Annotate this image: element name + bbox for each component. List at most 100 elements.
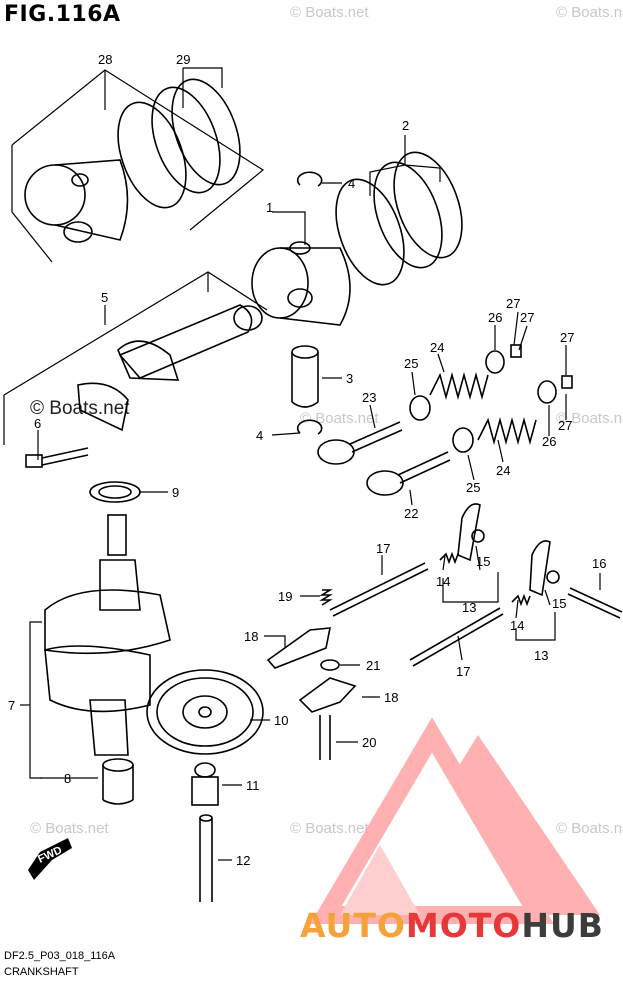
- cotter-icon: [510, 344, 522, 358]
- piston-ring-icon: [117, 78, 241, 209]
- piston-pin-icon: [291, 345, 319, 408]
- nut-icon: [546, 570, 560, 584]
- washer-icon: [320, 659, 340, 671]
- callout: 24: [496, 463, 510, 478]
- callout-numbers: 28 29 2 4 1 5 3 26 27 27 24 25 27 23 4 2…: [8, 52, 606, 868]
- bushing-icon: [102, 758, 134, 805]
- callout: 15: [476, 554, 490, 569]
- rocker-arm-icon: [529, 540, 551, 597]
- pump-drive-icon: [191, 762, 219, 806]
- bolt-icon: [25, 447, 89, 468]
- spring-icon: [511, 593, 531, 607]
- watermark: © Boats.net: [556, 4, 623, 21]
- part-drawings: [24, 78, 623, 902]
- callout: 18: [244, 629, 258, 644]
- callout: 13: [462, 600, 476, 615]
- watermark: © Boats.net: [290, 820, 369, 837]
- callout: 23: [362, 390, 376, 405]
- crankshaft-icon: [44, 514, 171, 756]
- brand-part-2: MOTO: [405, 906, 522, 945]
- callout: 16: [592, 556, 606, 571]
- pin-icon: [319, 715, 331, 760]
- callout: 28: [98, 52, 112, 67]
- nut-icon: [471, 529, 485, 543]
- callout: 6: [34, 416, 41, 431]
- brand-wordmark: AUTOMOTOHUB: [300, 906, 604, 945]
- callout: 19: [278, 589, 292, 604]
- callout: 4: [256, 428, 263, 443]
- retainer-icon: [485, 350, 505, 374]
- piston-icon: [251, 241, 351, 326]
- callout: 26: [488, 310, 502, 325]
- callout: 10: [274, 713, 288, 728]
- callout: 20: [362, 735, 376, 750]
- callout: 7: [8, 698, 15, 713]
- callout: 11: [246, 778, 260, 793]
- watermark: © Boats.net: [556, 410, 623, 427]
- callout: 2: [402, 118, 409, 133]
- watermark: © Boats.net: [30, 820, 109, 837]
- figure-title: FIG.116A: [4, 2, 121, 27]
- fwd-label: FWD: [36, 844, 64, 865]
- callout: 29: [176, 52, 190, 67]
- callout: 14: [510, 618, 524, 633]
- callout: 27: [558, 418, 572, 433]
- callout: 15: [552, 596, 566, 611]
- rocker-arm-icon: [457, 503, 481, 562]
- callout: 4: [348, 176, 355, 191]
- callout: 1: [266, 200, 273, 215]
- callout: 12: [236, 853, 250, 868]
- callout: 14: [436, 574, 450, 589]
- spring-icon: [439, 551, 459, 565]
- watermark: © Boats.net: [290, 4, 369, 21]
- valve-icon: [366, 451, 451, 496]
- callout: 25: [466, 480, 480, 495]
- fwd-arrow-icon: FWD: [28, 838, 72, 880]
- spring-icon: [319, 589, 333, 606]
- callout: 3: [346, 371, 353, 386]
- callout: 27: [506, 296, 520, 311]
- watermark: © Boats.net: [556, 820, 623, 837]
- piston-icon: [24, 159, 129, 243]
- callout: 25: [404, 356, 418, 371]
- connecting-rod-icon: [77, 304, 263, 432]
- callout: 17: [456, 664, 470, 679]
- brand-part-1: AUTO: [300, 906, 406, 945]
- spring-seat-icon: [409, 395, 431, 421]
- callout: 17: [376, 541, 390, 556]
- callout: 26: [542, 434, 556, 449]
- brand-logo-icon: [310, 717, 600, 924]
- valve-spring-icon: [477, 416, 537, 446]
- circlip-icon: [296, 419, 323, 435]
- camshaft-gear-icon: [146, 669, 264, 755]
- brand-part-3: HUB: [521, 906, 604, 945]
- drive-shaft-icon: [199, 814, 213, 902]
- callout: 24: [430, 340, 444, 355]
- callout: 27: [520, 310, 534, 325]
- callout: 13: [534, 648, 548, 663]
- lever-icon: [298, 677, 357, 713]
- valve-icon: [317, 421, 403, 465]
- retainer-icon: [537, 380, 557, 404]
- callout: 8: [64, 771, 71, 786]
- callout: 27: [560, 330, 574, 345]
- callout: 21: [366, 658, 380, 673]
- circlip-icon: [296, 171, 323, 187]
- washer-icon: [89, 481, 141, 503]
- callout: 22: [404, 506, 418, 521]
- pin-icon: [567, 587, 623, 619]
- rocker-shaft-icon: [409, 607, 504, 667]
- spring-seat-icon: [452, 427, 474, 453]
- callout: 18: [384, 690, 398, 705]
- section-name: CRANKSHAFT: [4, 966, 79, 978]
- rocker-shaft-icon: [329, 562, 429, 617]
- callout: 5: [101, 290, 108, 305]
- figure-code: DF2.5_P03_018_116A: [4, 950, 116, 962]
- callout: 9: [172, 485, 179, 500]
- cotter-icon: [561, 375, 573, 389]
- lever-icon: [266, 627, 331, 669]
- valve-spring-icon: [429, 371, 489, 401]
- piston-ring-icon: [335, 151, 463, 286]
